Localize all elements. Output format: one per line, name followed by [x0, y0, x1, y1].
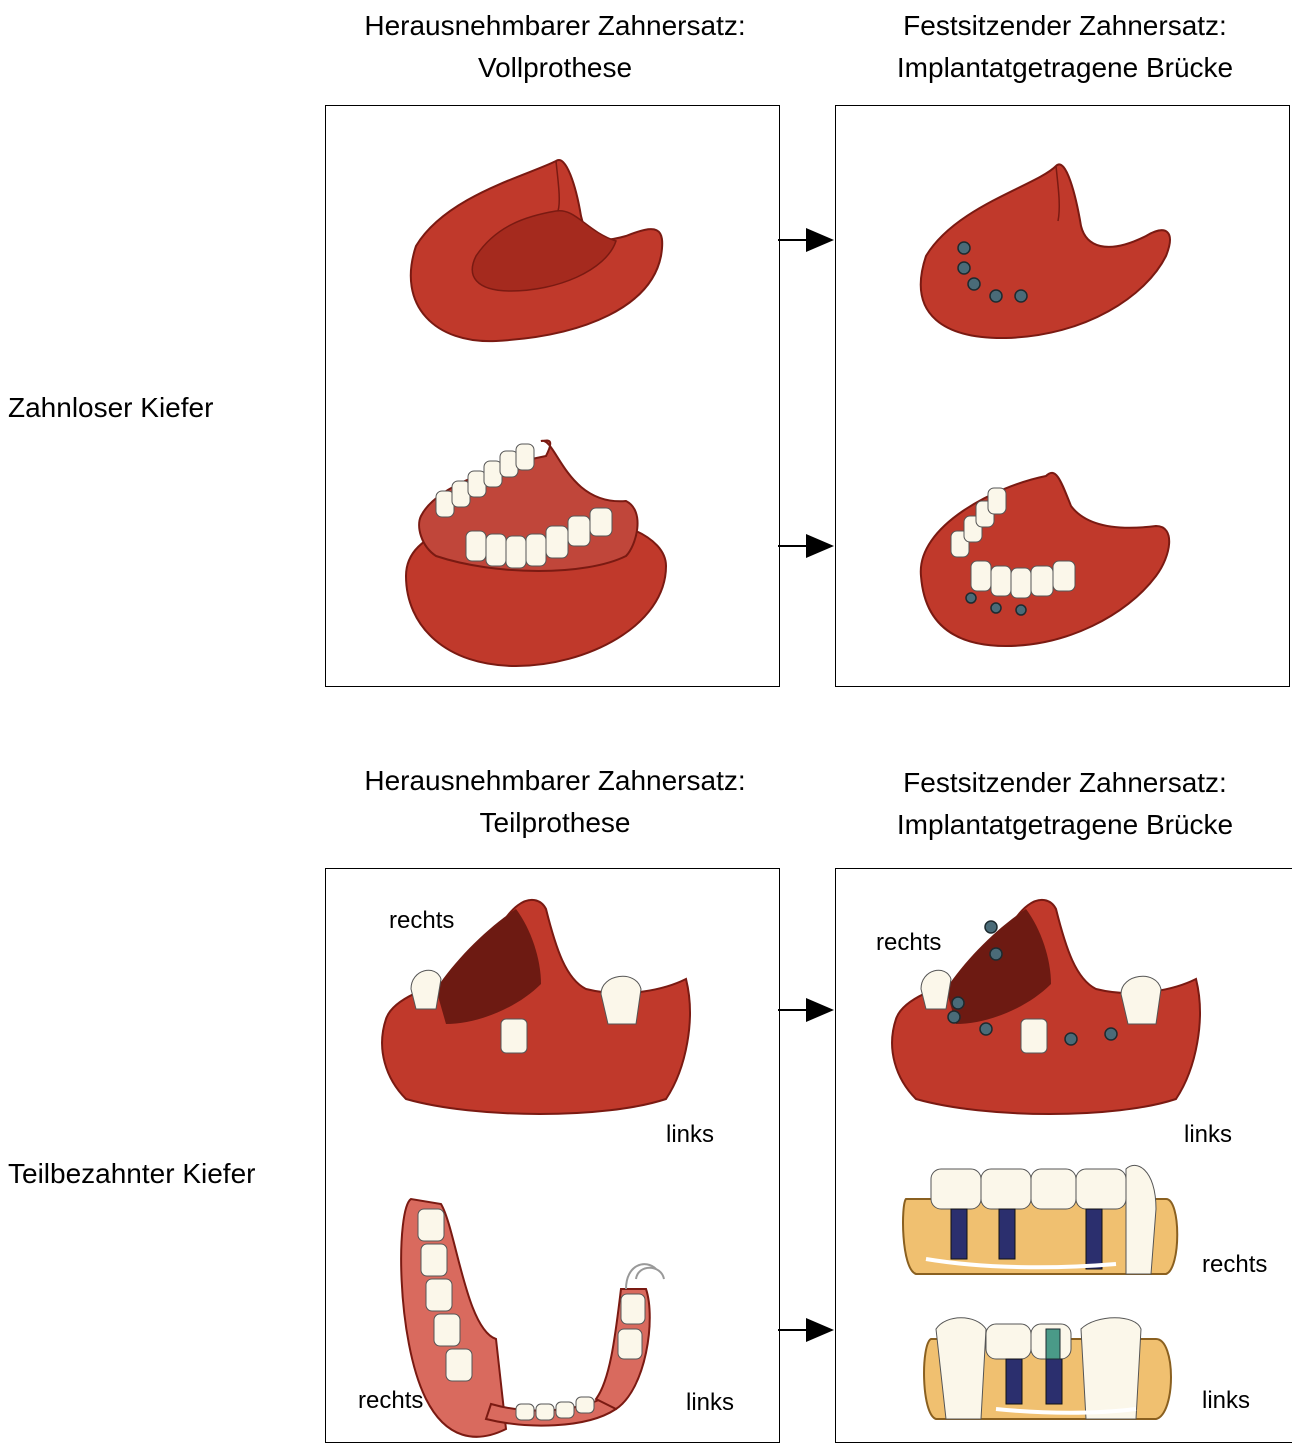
implant-bridge-edentulous-illustration: [836, 106, 1291, 688]
row-label-edentulous: Zahnloser Kiefer: [8, 392, 213, 424]
label-left: links: [1184, 1121, 1232, 1149]
heading-removable-full: Herausnehmbarer Zahnersatz: Vollprothese: [305, 5, 805, 89]
heading-fixed-implant-top: Festsitzender Zahnersatz: Implantatgetra…: [815, 5, 1292, 89]
clasp-shape: [626, 1264, 664, 1289]
panel-implant-bridge-partial: rechts links rechts links: [835, 868, 1292, 1443]
panel-implant-bridge-edentulous: [835, 105, 1290, 687]
label-right: rechts: [1202, 1251, 1267, 1279]
edentulous-jaw-figure: [411, 160, 662, 341]
implant-bridge-full-figure: [921, 473, 1169, 646]
arrow-right-icon: [778, 531, 838, 561]
label-left: links: [1202, 1387, 1250, 1415]
heading-fixed-implant-bottom: Festsitzender Zahnersatz: Implantatgetra…: [815, 762, 1292, 846]
implant-bridge-cross-section-right: [903, 1165, 1177, 1274]
jaw-with-implants-figure: [921, 164, 1170, 338]
panel-partial-denture: rechts links rechts links: [325, 868, 780, 1443]
full-denture-illustration: [326, 106, 781, 688]
row-label-partial: Teilbezahnter Kiefer: [8, 1158, 255, 1190]
arrow-right-icon: [778, 225, 838, 255]
label-right: rechts: [876, 929, 941, 957]
arrow-right-icon: [778, 995, 838, 1025]
partial-denture-illustration: [326, 869, 781, 1444]
full-denture-figure: [406, 440, 666, 666]
label-left: links: [666, 1121, 714, 1149]
heading-removable-partial: Herausnehmbarer Zahnersatz: Teilprothese: [305, 760, 805, 844]
label-left: links: [686, 1389, 734, 1417]
panel-full-denture: [325, 105, 780, 687]
arrow-right-icon: [778, 1315, 838, 1345]
label-right: rechts: [389, 907, 454, 935]
implant-bridge-cross-section-left: [924, 1318, 1171, 1419]
label-right: rechts: [358, 1387, 423, 1415]
